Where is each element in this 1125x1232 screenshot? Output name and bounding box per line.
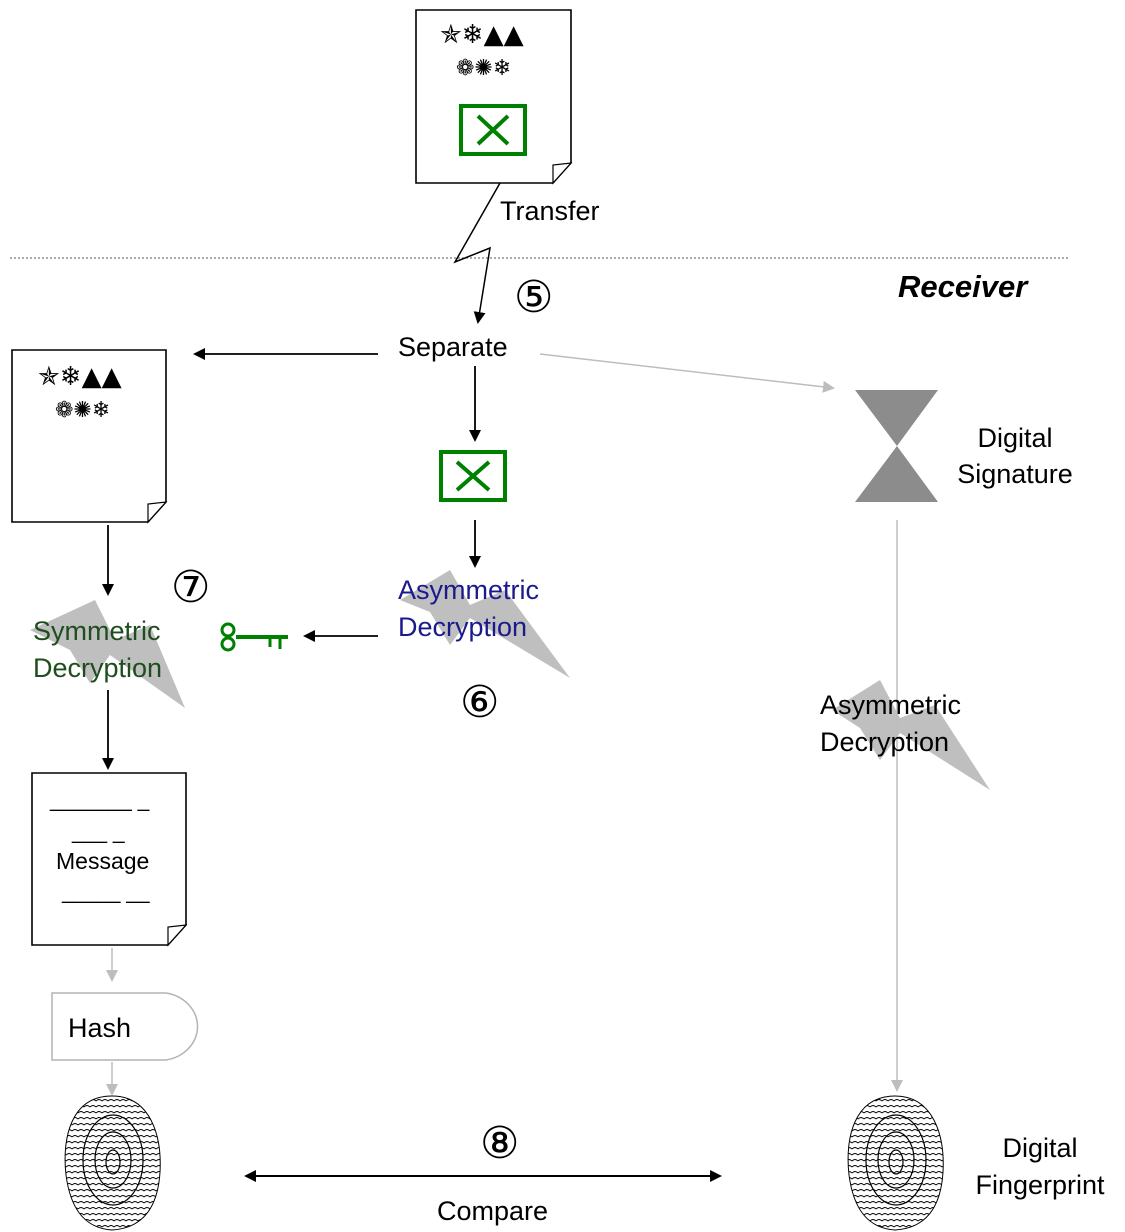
sym-decryption-bolt <box>30 600 185 708</box>
message-doc-label: Message <box>56 848 150 874</box>
step-5-marker: ⑤ <box>514 272 554 323</box>
separate-label: Separate <box>398 332 508 362</box>
step-6-marker: ⑥ <box>460 677 500 728</box>
digital-fingerprint-label: Digital Fingerprint <box>960 1130 1120 1204</box>
sym-decryption-line2: Decryption <box>33 653 163 683</box>
transfer-label: Transfer <box>500 196 600 226</box>
digital-signature-line1: Digital <box>977 423 1053 453</box>
digital-fingerprint-line2: Fingerprint <box>975 1170 1105 1200</box>
message-doc-line2: ___ _ <box>72 821 125 844</box>
digital-signature-line2: Signature <box>957 459 1073 489</box>
message-doc-line4: _____ __ <box>62 881 150 904</box>
digital-signature-label: Digital Signature <box>915 420 1115 492</box>
sym-decryption-line1: Symmetric <box>33 616 161 646</box>
hash-shape <box>51 992 199 1061</box>
transferred-doc-glyphs-row1: ✯❄▲▲ <box>440 20 524 50</box>
step-7-marker: ⑦ <box>171 562 211 613</box>
transferred-document-icon <box>415 9 573 185</box>
asym-decryption-right-line2: Decryption <box>820 727 950 757</box>
encrypted-document-icon <box>11 349 168 524</box>
message-doc-line1: _______ _ <box>50 789 150 812</box>
encrypted-doc-glyphs-row2: ❁✺❄ <box>55 398 111 423</box>
receiver-section-label: Receiver <box>898 269 1028 304</box>
asym-decryption-center-line2: Decryption <box>398 612 528 642</box>
symmetric-key-icon <box>220 622 288 652</box>
digital-fingerprint-line1: Digital <box>1002 1133 1078 1163</box>
transfer-lightning-arrow <box>453 182 501 324</box>
asym-decryption-center-label: Asymmetric Decryption <box>398 572 539 646</box>
encrypted-key-box <box>439 450 507 502</box>
asym-decryption-center-line1: Asymmetric <box>398 575 539 605</box>
asym-decryption-center-bolt <box>400 570 570 678</box>
hash-label: Hash <box>68 1013 132 1043</box>
step-8-marker: ⑧ <box>480 1118 520 1169</box>
fingerprint-left-icon <box>64 1095 161 1231</box>
digital-signature-hourglass-icon <box>855 390 938 502</box>
message-document-icon <box>31 772 188 947</box>
encrypted-doc-glyphs-row1: ✯❄▲▲ <box>38 362 122 392</box>
transferred-doc-glyphs-row2: ❁✺❄ <box>456 56 512 81</box>
compare-label: Compare <box>437 1196 549 1226</box>
asym-decryption-right-label: Asymmetric Decryption <box>820 687 961 761</box>
sym-decryption-label: Symmetric Decryption <box>33 613 162 687</box>
fingerprint-right-icon <box>847 1095 944 1231</box>
arrow-separate-to-signature <box>539 353 835 393</box>
asym-decryption-right-line1: Asymmetric <box>820 690 961 720</box>
asym-decryption-right-bolt <box>832 680 990 790</box>
